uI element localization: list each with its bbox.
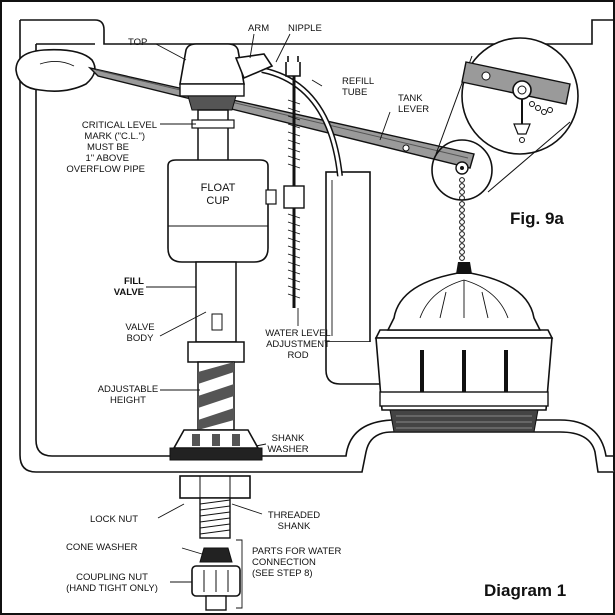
labels: TOP ARM NIPPLE REFILL TUBE TANK LEVER CR… <box>66 23 566 600</box>
label-adjustable-height-1: ADJUSTABLE <box>98 384 159 395</box>
float-cup <box>167 159 269 263</box>
label-float-cup-1: FLOAT <box>201 182 236 194</box>
figure-label: Fig. 9a <box>510 209 564 228</box>
adjustment-rod-thread <box>287 213 301 299</box>
threaded-shank <box>199 497 231 539</box>
cone-washer <box>199 547 233 563</box>
label-valve-body-2: BODY <box>127 333 155 344</box>
detail-circle-small <box>431 139 493 201</box>
label-critical-level-4: 1" ABOVE <box>85 153 129 164</box>
label-valve-body-1: VALVE <box>125 322 154 333</box>
valve-arm <box>234 53 274 80</box>
label-tank-lever-2: LEVER <box>398 104 429 115</box>
overflow-pipe <box>325 171 371 343</box>
label-top: TOP <box>128 37 147 48</box>
label-critical-level-2: MARK ("C.L.") <box>84 131 145 142</box>
label-fill-valve-1: FILL <box>124 276 144 287</box>
label-parts-water-2: CONNECTION <box>252 557 316 568</box>
label-parts-water-1: PARTS FOR WATER <box>252 546 342 557</box>
fill-valve-top <box>179 43 245 85</box>
overflow-elbow <box>325 342 381 385</box>
label-refill-tube-1: REFILL <box>342 76 374 87</box>
flapper-chain <box>459 177 465 261</box>
label-critical-level-1: CRITICAL LEVEL <box>82 120 157 131</box>
label-water-level-2: ADJUSTMENT <box>266 339 330 350</box>
shank-washer <box>169 447 263 461</box>
parts-bracket <box>236 539 243 609</box>
label-float-cup-2: CUP <box>206 195 229 207</box>
label-threaded-shank-1: THREADED <box>268 510 320 521</box>
label-adjustable-height-2: HEIGHT <box>110 395 146 406</box>
label-water-level-3: ROD <box>287 350 308 361</box>
flush-valve <box>374 262 554 433</box>
label-shank-washer-1: SHANK <box>272 433 305 444</box>
label-critical-level-5: OVERFLOW PIPE <box>66 164 145 175</box>
hook-closeup <box>455 161 469 175</box>
label-tank-lever-1: TANK <box>398 93 423 104</box>
label-water-level-1: WATER LEVEL <box>265 328 330 339</box>
detail-lever-closeup <box>461 61 571 143</box>
label-shank-washer-2: WASHER <box>267 444 308 455</box>
label-fill-valve-2: VALVE <box>114 287 144 298</box>
label-threaded-shank-2: SHANK <box>278 521 311 532</box>
label-arm: ARM <box>248 23 269 34</box>
leader-lines <box>146 33 391 583</box>
flush-handle <box>15 48 96 92</box>
label-cone-washer: CONE WASHER <box>66 542 138 553</box>
label-nipple: NIPPLE <box>288 23 322 34</box>
label-parts-water-3: (SEE STEP 8) <box>252 568 313 579</box>
label-critical-level-3: MUST BE <box>87 142 129 153</box>
label-coupling-nut-1: COUPLING NUT <box>76 572 148 583</box>
label-coupling-nut-2: (HAND TIGHT ONLY) <box>66 583 158 594</box>
label-refill-tube-2: TUBE <box>342 87 367 98</box>
label-lock-nut: LOCK NUT <box>90 514 138 525</box>
lock-nut <box>179 475 251 499</box>
diagram-label: Diagram 1 <box>484 581 566 600</box>
